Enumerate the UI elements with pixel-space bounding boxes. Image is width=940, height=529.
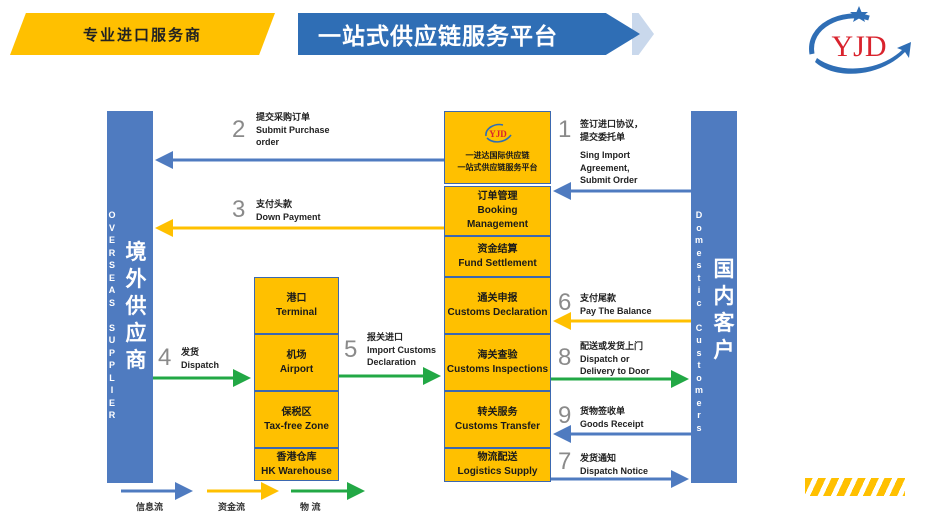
step-2-number: 2: [232, 116, 246, 143]
logistics-node-cn: 香港仓库: [276, 451, 317, 463]
step-3-number: 3: [232, 196, 246, 223]
logistics-node-cn: 港口: [286, 292, 307, 304]
overseas-supplier-cn: 境外供应商: [125, 241, 147, 372]
service-box-en1: Customs Inspections: [446, 363, 549, 375]
legend-goods-label: 物 流: [300, 502, 321, 512]
platform-logo-icon: YJD: [484, 123, 512, 143]
service-box: 物流配送 Logistics Supply: [444, 448, 551, 482]
step-5-number: 5: [344, 336, 358, 363]
logistics-node-en: HK Warehouse: [261, 465, 332, 477]
service-box-en2: Management: [466, 219, 529, 230]
service-box: 转关服务 Customs Transfer: [444, 391, 551, 448]
step-1-number: 1: [558, 116, 572, 143]
step-8-number: 8: [558, 344, 572, 371]
logo-text: YJD: [831, 30, 886, 63]
service-box-en1: Fund Settlement: [458, 257, 537, 269]
domestic-customers-cn: 国内客户: [713, 258, 735, 362]
logistics-node-en: Tax-free Zone: [264, 420, 329, 432]
service-box-cn: 订单管理: [477, 191, 518, 202]
service-box: 海关查验 Customs Inspections: [444, 334, 551, 391]
header-left-title: 专业进口服务商: [82, 26, 202, 44]
service-box-en1: Customs Transfer: [454, 420, 541, 432]
service-box-cn: 海关查验: [477, 349, 518, 361]
logistics-node-box: 机场 Airport: [254, 334, 339, 391]
legend-info-label: 信息流: [136, 502, 164, 512]
platform-box: YJD 一进达国际供应链 一站式供应链服务平台: [444, 111, 551, 184]
logistics-node-box: 港口 Terminal: [254, 277, 339, 334]
svg-text:YJD: YJD: [489, 129, 507, 139]
platform-line1: 一进达国际供应链: [465, 151, 530, 160]
service-box-cn: 转关服务: [477, 406, 518, 418]
logistics-node-en: Airport: [279, 363, 314, 375]
step-7-number: 7: [558, 448, 572, 475]
logistics-node-en: Terminal: [276, 306, 317, 318]
step-6-number: 6: [558, 289, 572, 316]
step-9-number: 9: [558, 402, 572, 429]
header-right-banner: 一站式供应链服务平台: [298, 13, 640, 55]
logistics-node-box: 保税区 Tax-free Zone: [254, 391, 339, 448]
service-box-cn: 通关申报: [477, 292, 518, 304]
service-box-cn: 物流配送: [477, 452, 518, 463]
service-box-en1: Booking: [477, 205, 518, 216]
service-box: 通关申报 Customs Declaration: [444, 277, 551, 334]
decorative-stripes: [805, 478, 905, 496]
logistics-node-cn: 机场: [286, 349, 307, 361]
step-4-number: 4: [158, 344, 172, 371]
service-box: 资金结算 Fund Settlement: [444, 236, 551, 277]
service-box-cn: 资金结算: [477, 243, 518, 255]
header-left-banner: 专业进口服务商: [10, 13, 275, 55]
logistics-node-box: 香港仓库 HK Warehouse: [254, 448, 339, 481]
legend-money-label: 资金流: [218, 502, 246, 512]
service-box-en1: Customs Declaration: [447, 306, 548, 318]
logistics-node-cn: 保税区: [281, 406, 312, 418]
company-logo: YJD: [797, 4, 917, 84]
header-right-title: 一站式供应链服务平台: [318, 23, 558, 49]
service-box-en1: Logistics Supply: [457, 466, 538, 477]
platform-line2: 一站式供应链服务平台: [457, 163, 538, 172]
